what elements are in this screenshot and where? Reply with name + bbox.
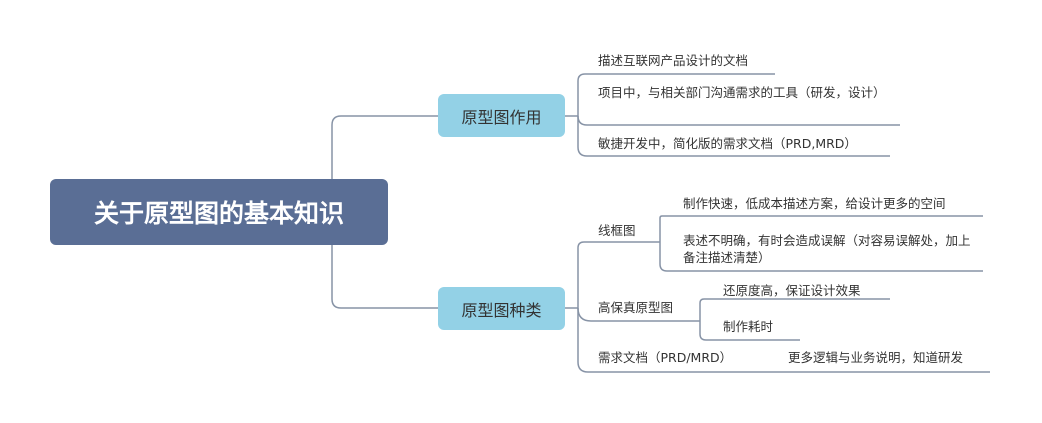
leaf-hifi-2[interactable]: 制作耗时: [723, 319, 774, 334]
branch-label: 原型图种类: [461, 300, 542, 320]
underline-hifi-item2: [699, 308, 800, 341]
underline-wf-item2: [659, 263, 983, 272]
connector-b2-spine: [565, 248, 579, 362]
underline-b1-item2: [577, 115, 900, 126]
branch-label: 原型图作用: [461, 107, 542, 127]
underline-docs: [577, 361, 990, 373]
underline-b1-item3: [577, 146, 890, 157]
subnode-docs[interactable]: 需求文档（PRD/MRD）: [598, 350, 733, 365]
leaf-purpose-3[interactable]: 敏捷开发中，简化版的需求文档（PRD,MRD）: [598, 136, 857, 151]
leaf-purpose-2[interactable]: 项目中，与相关部门沟通需求的工具（研发，设计）: [598, 85, 886, 100]
leaf-wireframe-1[interactable]: 制作快速，低成本描述方案，给设计更多的空间: [683, 196, 946, 211]
underline-hifi-item1: [699, 298, 890, 308]
connector-root-branch1: [331, 115, 438, 213]
connector-b1-spine: [565, 81, 579, 147]
connector-root-branch2: [331, 212, 438, 309]
root-node[interactable]: 关于原型图的基本知识: [50, 179, 388, 245]
branch-node-purpose[interactable]: 原型图作用: [438, 94, 565, 137]
branch-node-types[interactable]: 原型图种类: [438, 287, 565, 330]
leaf-docs-1[interactable]: 更多逻辑与业务说明，知道研发: [788, 350, 964, 365]
subnode-wireframe[interactable]: 线框图: [598, 223, 636, 238]
leaf-purpose-1[interactable]: 描述互联网产品设计的文档: [598, 53, 749, 68]
underline-wf-item1: [659, 215, 983, 242]
underline-b1-item1: [577, 73, 775, 82]
root-title: 关于原型图的基本知识: [93, 199, 344, 228]
underline-wireframe: [577, 241, 660, 249]
leaf-wireframe-2[interactable]: 表述不明确，有时会造成误解（对容易误解处，加上备注描述清楚）: [683, 233, 971, 265]
subnode-hifi[interactable]: 高保真原型图: [598, 300, 674, 315]
leaf-hifi-1[interactable]: 还原度高，保证设计效果: [723, 283, 861, 298]
underline-hifi: [577, 307, 700, 322]
